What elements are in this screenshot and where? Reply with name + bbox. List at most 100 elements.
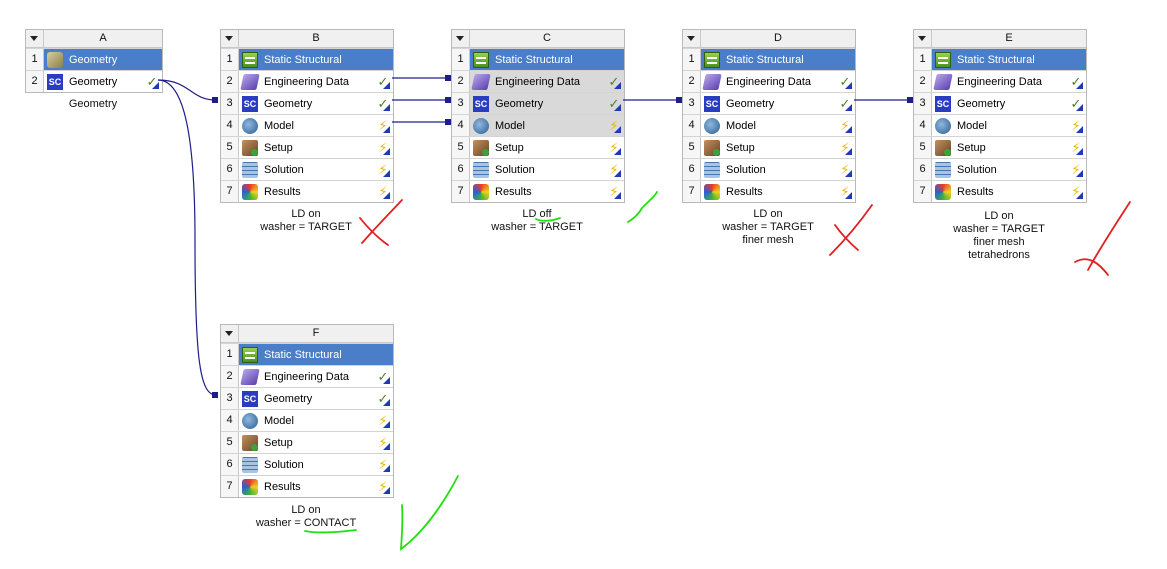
collapse-toggle-icon[interactable] <box>914 30 932 47</box>
refresh-required-bolt-icon: ⚡ <box>609 140 619 155</box>
cell-corner-icon <box>383 465 390 472</box>
cell-corner-icon <box>614 170 621 177</box>
collapse-toggle-icon[interactable] <box>221 325 239 342</box>
refresh-required-bolt-icon: ⚡ <box>378 479 388 494</box>
up-to-date-check-icon: ✓ <box>1070 74 1082 89</box>
link-endpoint-marker <box>212 97 218 103</box>
static-structural-icon <box>242 346 258 363</box>
up-to-date-check-icon: ✓ <box>377 74 389 89</box>
setup-icon <box>704 139 720 156</box>
refresh-required-bolt-icon: ⚡ <box>840 140 850 155</box>
up-to-date-check-icon: ✓ <box>839 74 851 89</box>
underlined-contact-text: CONTACT <box>303 517 357 529</box>
spaceclaim-icon: SC <box>935 95 951 112</box>
green-check-mark <box>627 191 658 223</box>
link-endpoints <box>212 75 913 398</box>
up-to-date-check-icon: ✓ <box>377 369 389 384</box>
refresh-required-bolt-icon: ⚡ <box>609 184 619 199</box>
results-icon <box>935 183 951 200</box>
solution-icon <box>704 161 720 178</box>
link-endpoint-marker <box>676 97 682 103</box>
green-underline-off <box>535 217 561 222</box>
link-a-geometry-to-f-geometry <box>157 79 217 396</box>
cell-corner-icon <box>1076 192 1083 199</box>
system-letter: F <box>312 327 320 339</box>
refresh-required-bolt-icon: ⚡ <box>840 118 850 133</box>
system-letter: C <box>543 32 551 44</box>
spaceclaim-icon: SC <box>242 390 258 407</box>
refresh-required-bolt-icon: ⚡ <box>378 184 388 199</box>
up-to-date-check-icon: ✓ <box>377 96 389 111</box>
spaceclaim-icon: SC <box>242 95 258 112</box>
cell-corner-icon <box>1076 82 1083 89</box>
cell-corner-icon <box>614 126 621 133</box>
refresh-required-bolt-icon: ⚡ <box>378 435 388 450</box>
system-letter: D <box>774 32 782 44</box>
system-letter: E <box>1005 32 1013 44</box>
model-icon <box>242 117 258 134</box>
collapse-toggle-icon[interactable] <box>452 30 470 47</box>
cell-corner-icon <box>614 148 621 155</box>
collapse-toggle-icon[interactable] <box>221 30 239 47</box>
green-underline-contact <box>304 529 357 534</box>
system-a-caption: Geometry <box>68 98 118 110</box>
cell-corner-icon <box>383 126 390 133</box>
red-x-mark <box>829 204 873 256</box>
up-to-date-check-icon: ✓ <box>608 96 620 111</box>
cell-corner-icon <box>1076 126 1083 133</box>
results-icon <box>473 183 489 200</box>
refresh-required-bolt-icon: ⚡ <box>378 413 388 428</box>
refresh-required-bolt-icon: ⚡ <box>1071 140 1081 155</box>
collapse-toggle-icon[interactable] <box>683 30 701 47</box>
setup-icon <box>242 434 258 451</box>
red-x-mark <box>1074 258 1109 276</box>
link-endpoint-marker <box>445 119 451 125</box>
collapse-toggle-icon[interactable] <box>26 30 44 47</box>
